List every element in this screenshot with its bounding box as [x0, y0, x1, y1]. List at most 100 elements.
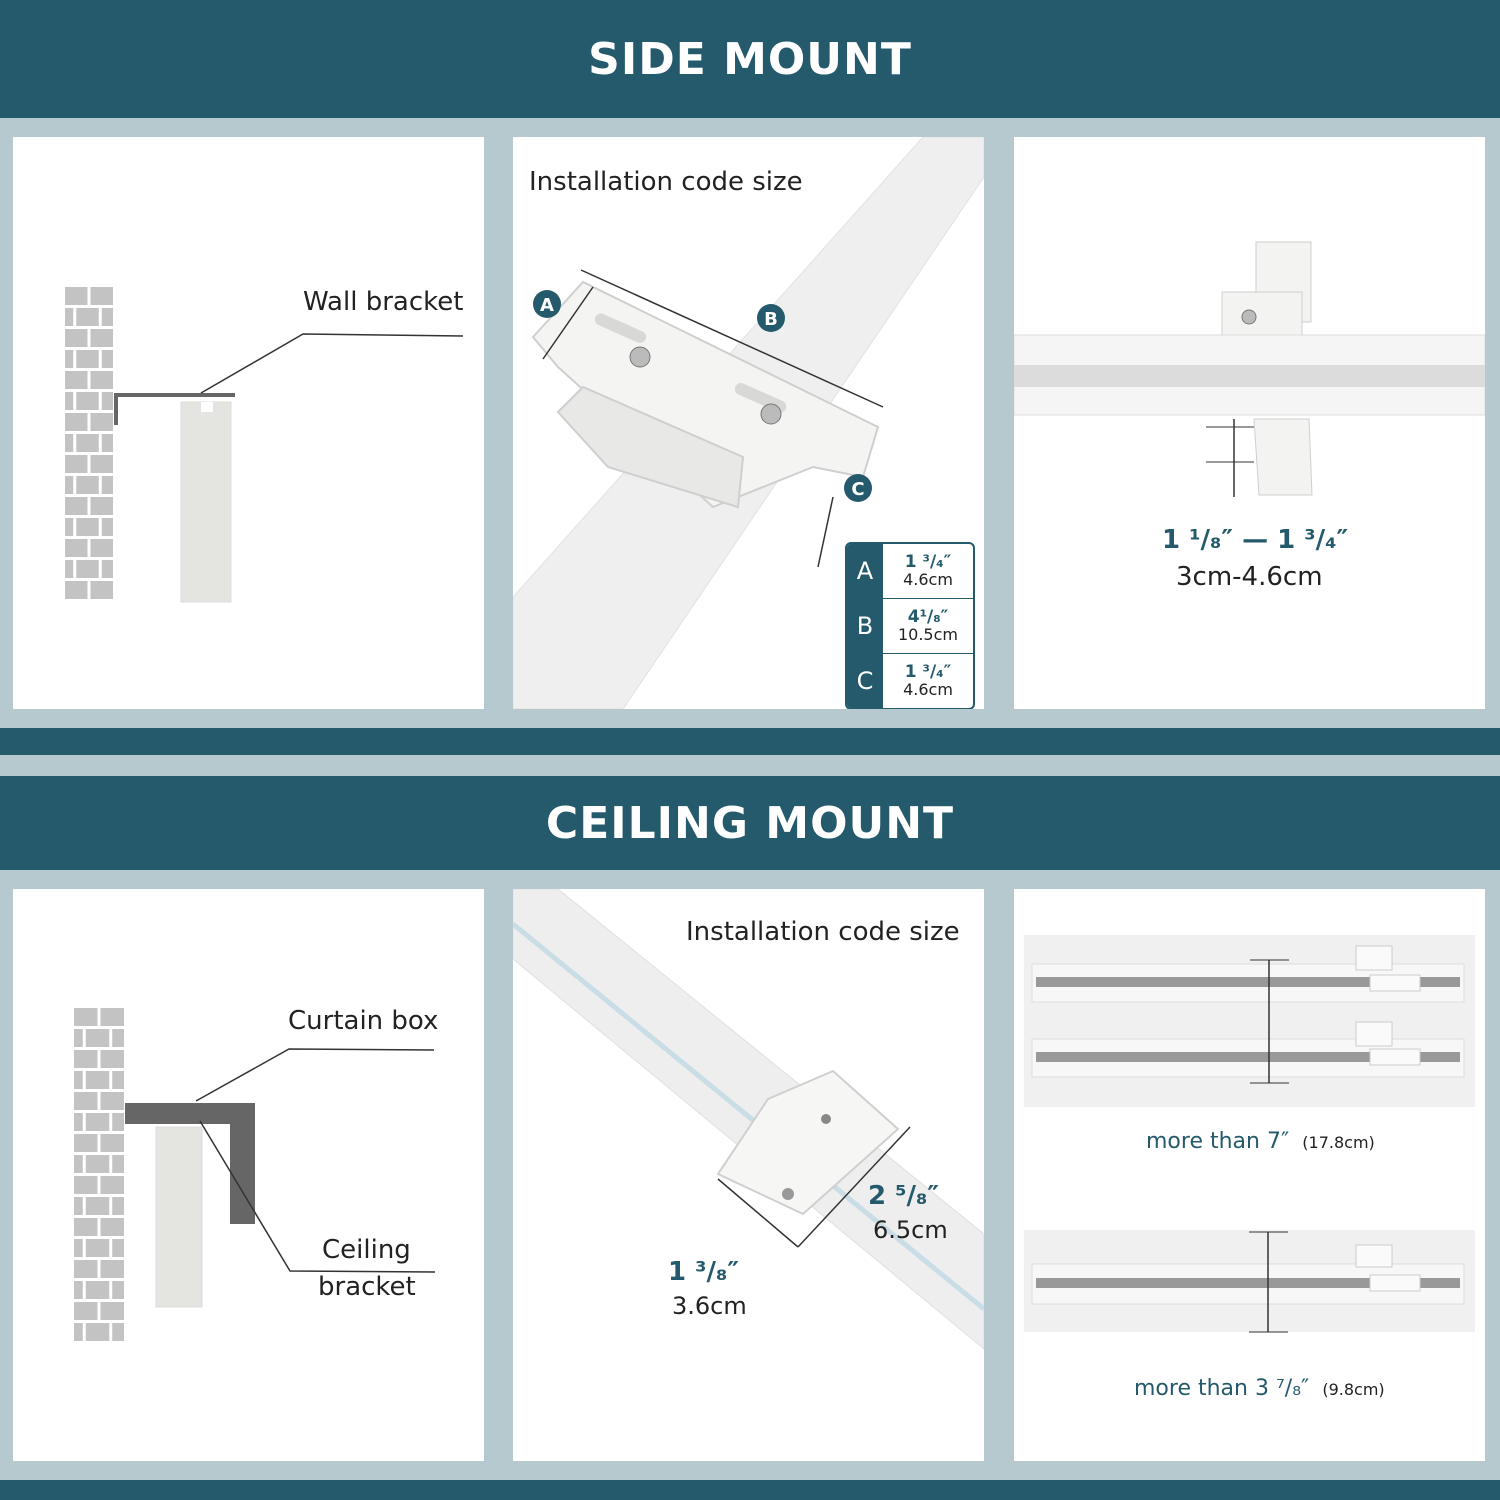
rail-1-channel	[1036, 977, 1460, 987]
brick	[101, 476, 113, 494]
brick	[65, 434, 74, 452]
brick	[76, 392, 99, 410]
brick	[112, 1281, 124, 1299]
side-bracket-photo: A B C	[513, 137, 984, 709]
brick	[112, 1323, 124, 1341]
width-dim-line	[797, 1126, 911, 1248]
brick	[74, 1092, 98, 1110]
brick	[74, 1281, 83, 1299]
ceiling-box-diagram	[74, 1008, 436, 1341]
brick	[65, 371, 88, 389]
brick	[76, 434, 99, 452]
rail-channel	[1014, 365, 1485, 387]
double-rail-photo	[1024, 935, 1475, 1107]
runner-2	[1369, 1048, 1421, 1066]
brick	[85, 1197, 110, 1215]
side-code-panel: A B C Installation code size A 1 ³/₄″ 4.…	[513, 137, 984, 709]
bracket-top-2	[1355, 1021, 1393, 1047]
spacing-photos	[1024, 935, 1475, 1333]
screw-2	[760, 403, 782, 425]
brick	[100, 1092, 124, 1110]
single-spacing-caption: more than 3 ⁷/₈″ (9.8cm)	[1134, 1376, 1385, 1401]
brick	[65, 539, 88, 557]
curtain-box-leader	[195, 1048, 435, 1102]
brick	[65, 581, 88, 599]
brick	[65, 413, 88, 431]
brick	[90, 539, 113, 557]
brick	[74, 1176, 98, 1194]
brick	[90, 329, 113, 347]
brick	[65, 455, 88, 473]
ceiling-code-panel: Installation code size 2 ⁵/₈″ 6.5cm 1 ³/…	[513, 889, 984, 1461]
brick	[112, 1029, 124, 1047]
code-key: C	[847, 654, 883, 708]
track-slot	[201, 402, 213, 412]
code-value: 1 ³/₄″ 4.6cm	[883, 544, 973, 598]
code-cm: 10.5cm	[897, 624, 958, 644]
brick	[74, 1071, 83, 1089]
brick	[65, 287, 88, 305]
bracket-top-3	[1355, 1244, 1393, 1268]
brick	[74, 1029, 83, 1047]
marker-c-letter: C	[851, 479, 864, 500]
code-value: 1 ³/₄″ 4.6cm	[883, 654, 973, 708]
rail-highlight	[513, 922, 984, 1311]
brick	[65, 329, 88, 347]
brick	[90, 287, 113, 305]
code-value: 4¹/₈″ 10.5cm	[883, 599, 973, 653]
ceiling-code-title: Installation code size	[686, 917, 960, 947]
dimension-c-line	[817, 496, 834, 568]
ceiling-box-diagram-panel: Curtain box Ceiling bracket	[13, 889, 484, 1461]
brick	[74, 1113, 83, 1131]
brick	[90, 413, 113, 431]
brick	[100, 1260, 124, 1278]
brick	[100, 1218, 124, 1236]
brick-wall	[74, 1008, 124, 1341]
bracket-top-1	[1355, 945, 1393, 971]
single-spacing-cm: (9.8cm)	[1322, 1380, 1385, 1399]
brick	[90, 581, 113, 599]
brick	[65, 518, 74, 536]
code-cm: 4.6cm	[903, 679, 953, 699]
dimension-b-line	[580, 269, 884, 408]
marker-a	[533, 290, 561, 318]
code-inch: 1 ³/₄″	[904, 551, 952, 572]
brick	[85, 1071, 110, 1089]
marker-a-letter: A	[540, 295, 554, 316]
ceiling-bracket-leader	[199, 1120, 436, 1273]
marker-b-letter: B	[764, 309, 778, 330]
brick	[85, 1029, 110, 1047]
brick	[74, 1008, 98, 1026]
brick	[101, 560, 113, 578]
brick	[90, 497, 113, 515]
brick	[100, 1176, 124, 1194]
brick	[100, 1050, 124, 1068]
rail-3-channel	[1036, 1278, 1460, 1288]
bracket-screw	[782, 1188, 794, 1200]
side-range-photo	[1014, 241, 1485, 497]
side-mount-banner: SIDE MOUNT	[0, 0, 1500, 118]
adjust-slot-2	[594, 313, 647, 343]
double-spacing-cm: (17.8cm)	[1302, 1133, 1375, 1152]
brick	[90, 455, 113, 473]
side-range-panel: 1 ¹/₈″ — 1 ³/₄″ 3cm-4.6cm	[1014, 137, 1485, 709]
bracket-hole	[821, 1114, 831, 1124]
brick	[74, 1134, 98, 1152]
code-row-a: A 1 ³/₄″ 4.6cm	[847, 544, 973, 598]
brick	[101, 518, 113, 536]
side-wall-diagram	[65, 287, 464, 603]
side-bottom-strip	[0, 728, 1500, 755]
code-inch: 4¹/₈″	[907, 606, 949, 627]
lower-bracket	[1253, 418, 1313, 496]
brick	[112, 1197, 124, 1215]
side-bracket-clip	[556, 385, 745, 509]
double-spacing-text: more than 7″	[1146, 1129, 1290, 1154]
brick	[112, 1239, 124, 1257]
brick	[101, 434, 113, 452]
marker-c	[844, 474, 872, 502]
ceiling-bottom-strip	[0, 1480, 1500, 1500]
curtain-track-end	[155, 1126, 203, 1308]
brick-wall	[65, 287, 113, 599]
curtain-box-label: Curtain box	[288, 1006, 439, 1036]
code-cm: 4.6cm	[903, 569, 953, 589]
